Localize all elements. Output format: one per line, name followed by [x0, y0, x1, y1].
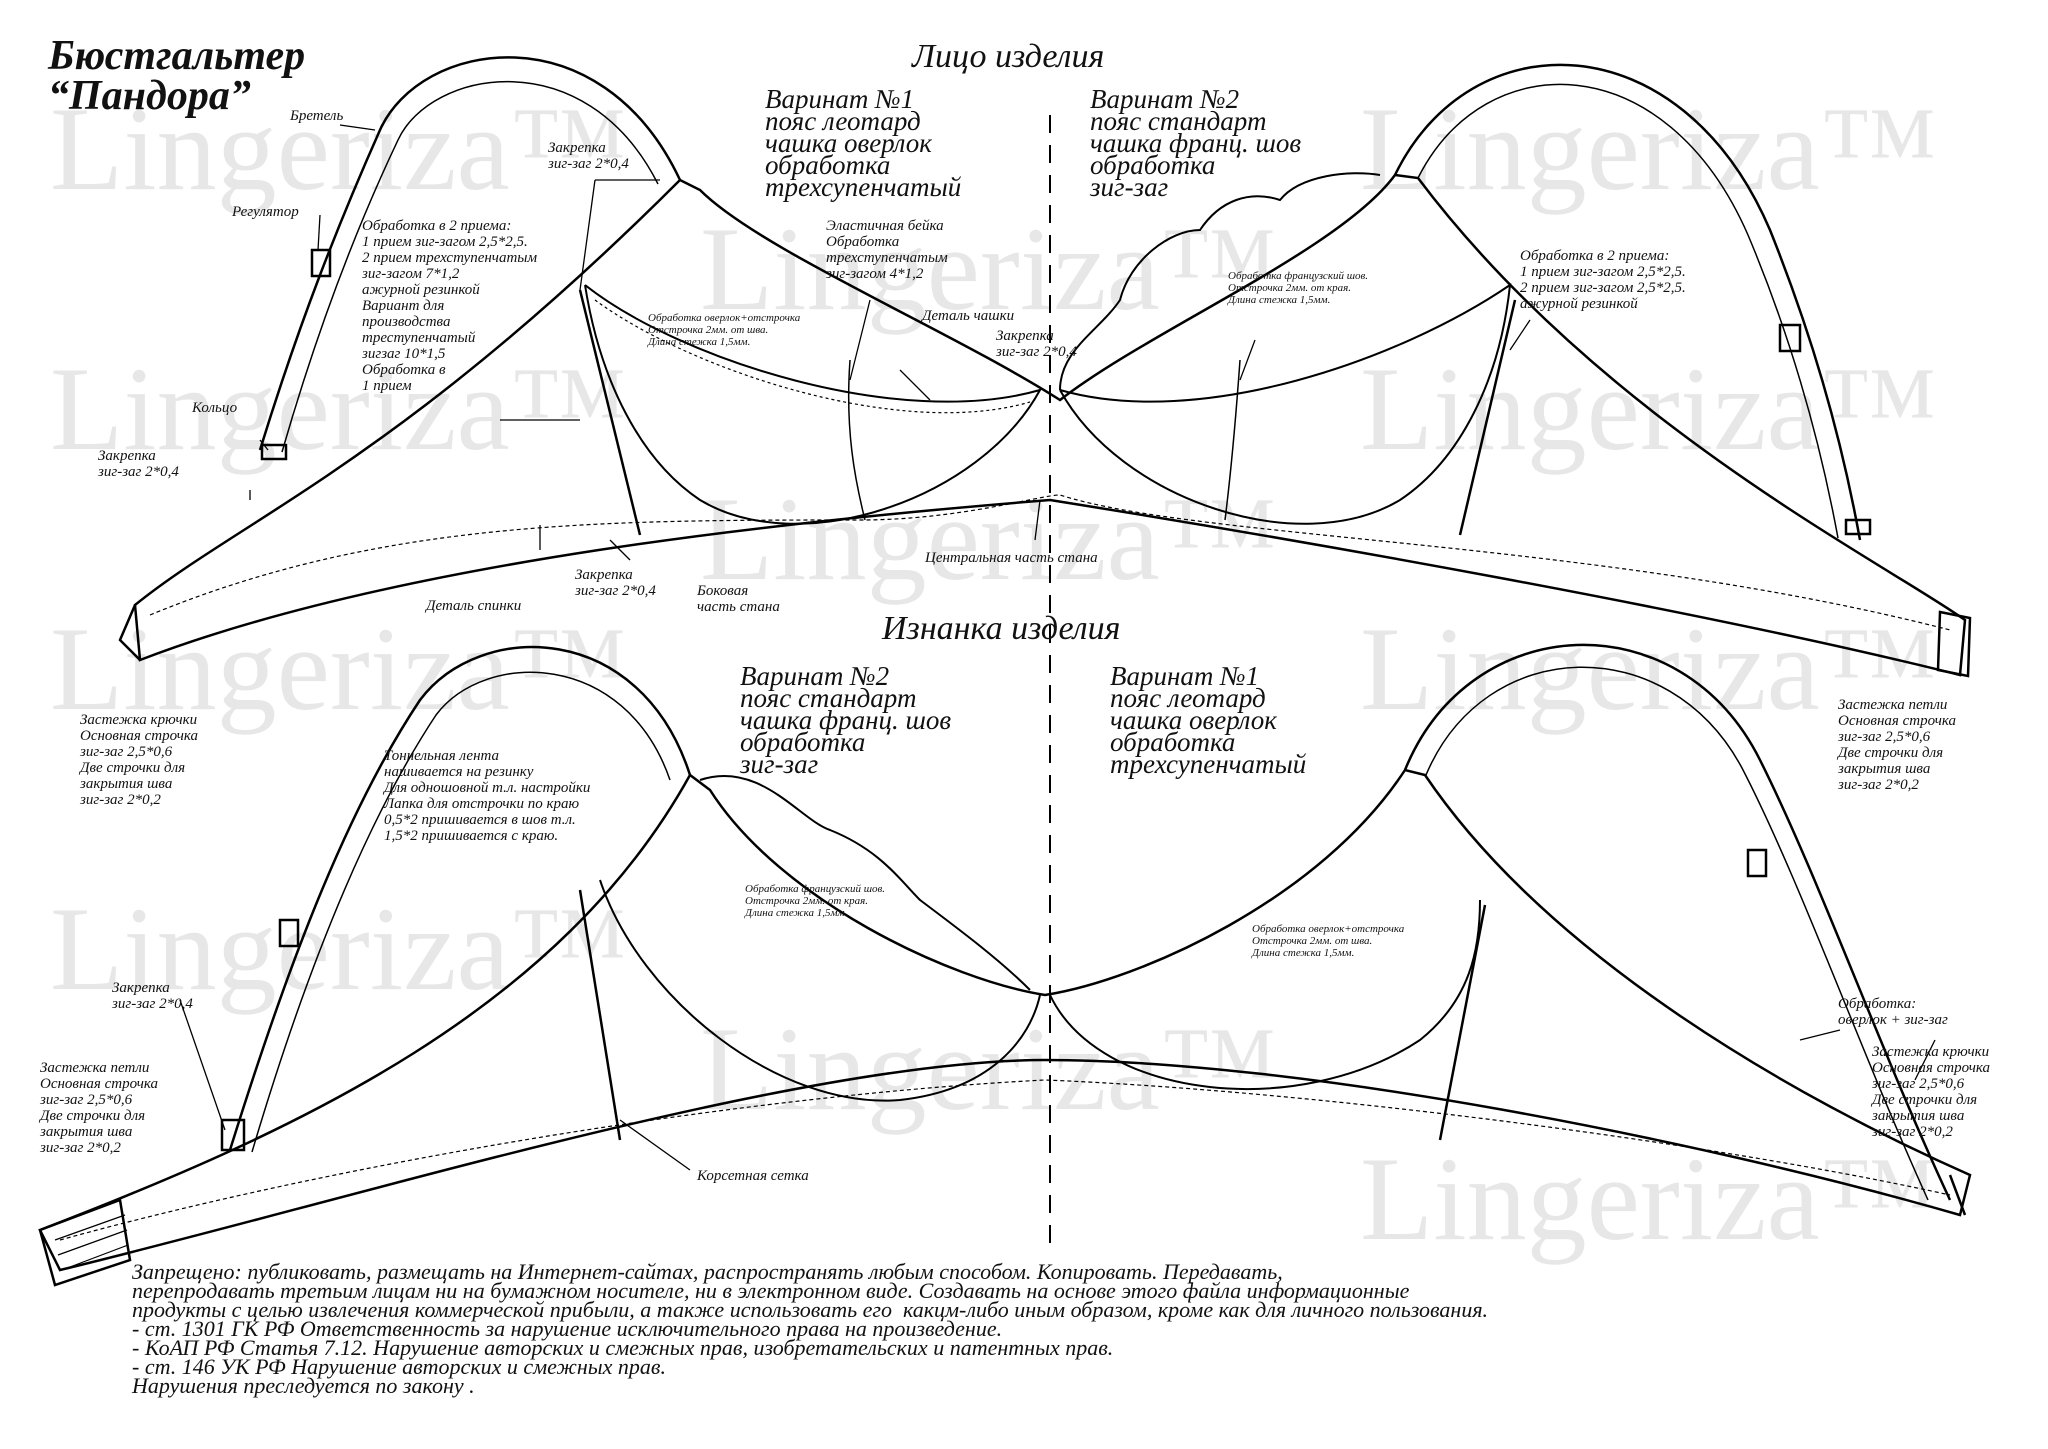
label-corset: Корсетная сетка: [697, 1168, 809, 1184]
label-hooks-left: Застежка крючки Основная строчка зиг-заг…: [80, 712, 199, 808]
label-zakrepka-bottom: Закрепка зиг-заг 2*0,4: [575, 567, 656, 599]
front-left-cup: [584, 284, 1043, 525]
label-hooks-right: Застежка крючки Основная строчка зиг-заг…: [1872, 1044, 1991, 1140]
label-french-front: Обработка французский шов. Отстрочка 2мм…: [1228, 270, 1369, 306]
front-left-strap: [258, 56, 682, 451]
watermark: Lingeriza™: [700, 472, 1278, 605]
label-loops-right: Застежка петли Основная строчка зиг-заг …: [1838, 697, 1957, 793]
label-cup-detail: Деталь чашки: [922, 308, 1015, 324]
label-elastic: Эластичная бейка Обработка трехступенчат…: [826, 218, 948, 282]
page-title: Бюстгальтер “Пандора”: [48, 33, 306, 119]
watermark: Lingeriza™: [1360, 1132, 1938, 1265]
label-tunnel: Тоннельная лента нашивается на резинку Д…: [384, 748, 591, 844]
label-center: Центральная часть стана: [925, 550, 1098, 566]
label-obrabotka-right: Обработка в 2 приема: 1 прием зиг-загом …: [1520, 248, 1686, 312]
label-side: Боковая часть стана: [697, 583, 780, 615]
label-zakrepka-center: Закрепка зиг-заг 2*0,4: [996, 328, 1077, 360]
label-obrabotka-left: Обработка в 2 приема: 1 прием зиг-загом …: [362, 218, 538, 394]
front-right-strap: [1393, 63, 1862, 541]
label-overlock-zigzag: Обработка: оверлок + зиг-заг: [1838, 996, 1948, 1028]
label-zakrepka-back: Закрепка зиг-заг 2*0,4: [112, 980, 193, 1012]
watermark: Lingeriza™: [1360, 82, 1938, 215]
front-hook-block: [1936, 610, 1972, 678]
label-overlock-back: Обработка оверлок+отстрочка Отстрочка 2м…: [1252, 923, 1405, 959]
label-regulator: Регулятор: [232, 204, 299, 220]
label-french-back: Обработка французский шов. Отстрочка 2мм…: [745, 883, 886, 919]
label-overlock-front: Обработка оверлок+отстрочка Отстрочка 2м…: [648, 312, 801, 348]
watermark: Lingeriza™: [1360, 602, 1938, 735]
back-variant1: Варинат №1 пояс леотард чашка оверлок об…: [1110, 661, 1307, 779]
watermark: Lingeriza™: [50, 602, 628, 735]
back-band: [38, 768, 1972, 1272]
label-bretel: Бретель: [290, 108, 344, 124]
back-hook-block: [38, 1198, 132, 1287]
back-right-cup: [1049, 899, 1481, 1091]
back-left-strap: [228, 645, 692, 1151]
regulator: [310, 248, 332, 278]
label-zakrepka-left: Закрепка зиг-заг 2*0,4: [98, 448, 179, 480]
label-back: Деталь спинки: [426, 598, 522, 614]
label-zakrepka-top: Закрепка зиг-заг 2*0,4: [548, 140, 629, 172]
watermark: Lingeriza™: [50, 342, 628, 475]
back-left-cup: [599, 879, 1041, 1102]
front-variant1: Варинат №1 пояс леотард чашка оверлок об…: [765, 84, 962, 202]
copyright-footer: Запрещено: публиковать, размещать на Инт…: [132, 1259, 1489, 1398]
front-right-cup: [1059, 282, 1512, 525]
back-heading: Изнанка изделия: [882, 610, 1121, 647]
ring: [260, 443, 288, 461]
front-scallop: [1059, 172, 1381, 391]
label-ring: Кольцо: [192, 400, 238, 416]
back-variant2: Варинат №2 пояс стандарт чашка франц. шо…: [740, 661, 952, 779]
front-band: [133, 173, 1967, 677]
watermark: Lingeriza™: [50, 82, 628, 215]
back-right-strap: [1403, 643, 1952, 1201]
front-heading: Лицо изделия: [912, 38, 1105, 75]
watermark: Lingeriza™: [700, 202, 1278, 335]
back-scallop: [699, 774, 1031, 991]
label-loops-left: Застежка петли Основная строчка зиг-заг …: [40, 1060, 159, 1156]
front-variant2: Варинат №2 пояс стандарт чашка франц. шо…: [1090, 84, 1302, 202]
